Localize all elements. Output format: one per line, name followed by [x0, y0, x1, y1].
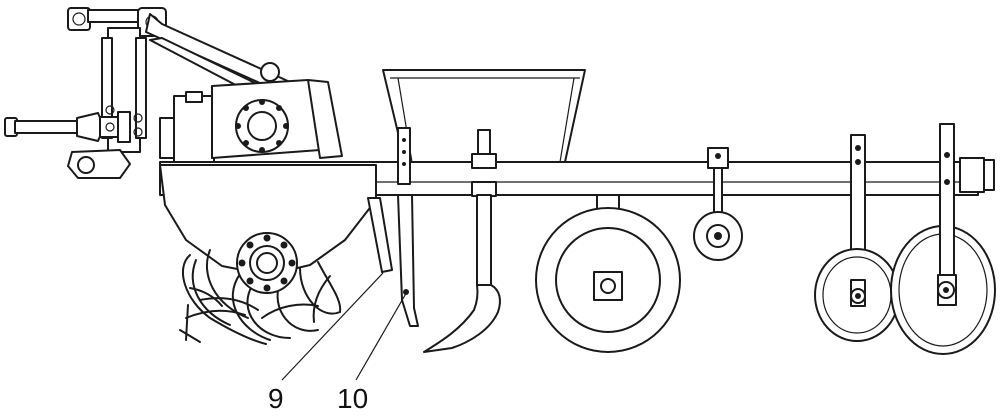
- callout-label-9: 9: [268, 385, 284, 413]
- lower-hitch-plate: [68, 150, 130, 178]
- furrow-opener-part-9: [368, 198, 392, 272]
- callout-leaders: [282, 273, 408, 380]
- gearbox: [160, 80, 342, 162]
- callout-label-10: 10: [337, 385, 368, 413]
- pto-shaft: [5, 112, 130, 142]
- depth-wheel: [536, 195, 680, 352]
- tiller-flange: [237, 233, 297, 293]
- leader-line-10: [356, 290, 408, 380]
